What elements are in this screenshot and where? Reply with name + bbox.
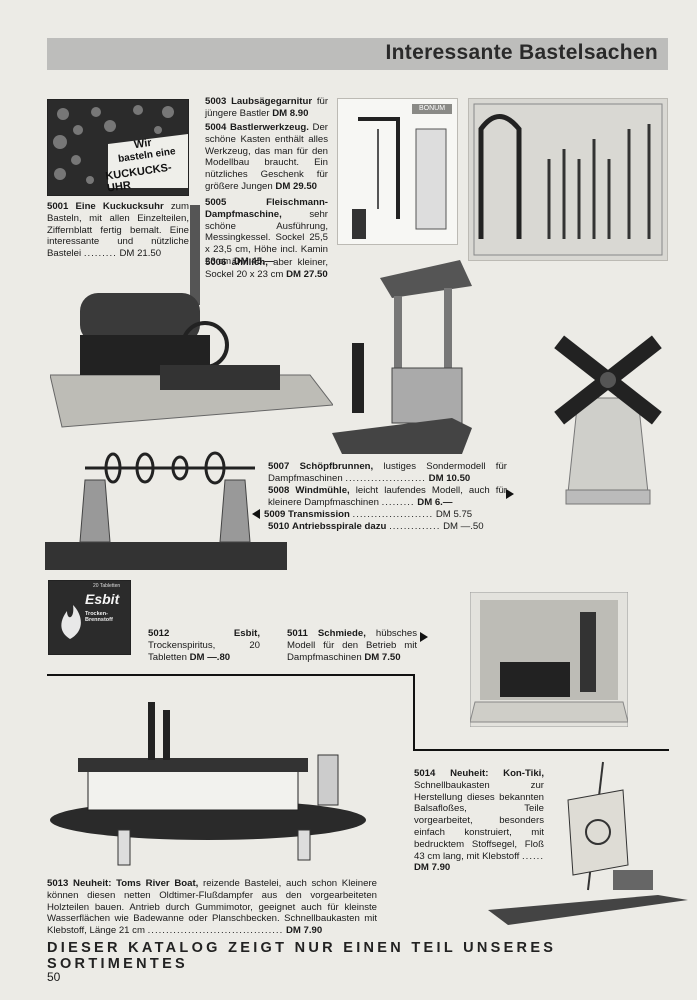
item-name: Windmühle, — [295, 485, 350, 496]
kontiki-raft-image — [488, 760, 693, 930]
item-price: DM 7.50 — [364, 651, 401, 663]
windmuehle-image — [548, 318, 673, 506]
item-desc: lustiges Sondermodell für Dampfmaschinen — [268, 461, 507, 484]
item-number: 5010 — [268, 521, 290, 532]
tools-drawing — [473, 103, 663, 256]
item-desc: Der schöne Kasten enthält alles Werkzeug… — [205, 122, 329, 192]
leaf-pattern — [53, 105, 188, 188]
esbit-box-top: 20 Tabletten — [93, 583, 121, 589]
item-desc: Trockenspiritus, 20 Tabletten — [148, 639, 260, 663]
item-number: 5014 — [414, 768, 436, 779]
item-5012-text: 5012 Esbit, Trockenspiritus, 20 Tablette… — [148, 628, 260, 663]
kuckucksuhr-box-image: Wir basteln eine KUCKUCKS-UHR — [47, 99, 189, 196]
item-name: Schmiede, — [317, 628, 366, 639]
item-name: Laubsägegarnitur — [231, 96, 313, 107]
saw-drawing — [352, 117, 447, 239]
arrow-right-icon — [416, 628, 428, 646]
item-price: DM 6.— — [417, 496, 453, 508]
esbit-sub: Trocken-Brennstoff — [85, 611, 113, 623]
arrow-right-icon — [502, 485, 514, 503]
item-number: 5006 — [205, 257, 227, 268]
well-drawing — [332, 260, 472, 454]
item-name: Eine Kuckucksuhr — [75, 201, 164, 212]
esbit-brand: Esbit — [85, 591, 120, 607]
item-price: DM 21.50 — [119, 248, 162, 260]
item-desc: aber kleiner, Sockel 20 x 23 cm — [205, 257, 328, 280]
item-price: DM 45.— — [233, 255, 275, 267]
transmission-image — [45, 450, 287, 572]
item-price: DM 7.90 — [414, 862, 451, 874]
item-price: DM 29.50 — [275, 180, 317, 192]
riverboat-image — [48, 700, 375, 870]
item-5001-text: 5001 Eine Kuckucksuhr zum Basteln, mit a… — [47, 201, 189, 260]
dampfmaschine-image — [49, 205, 334, 430]
item-name: Esbit, — [233, 628, 260, 639]
item-name: Transmission — [288, 509, 350, 520]
item-number: 5013 — [47, 878, 69, 889]
divider-horizontal — [47, 674, 414, 676]
esbit-box-image: 20 Tabletten Esbit Trocken-Brennstoff — [48, 580, 131, 655]
item-number: 5005 — [205, 197, 227, 208]
item-5008-text: 5008 Windmühle, leicht laufendes Modell,… — [268, 485, 507, 508]
steam-engine-drawing — [49, 205, 334, 428]
windmill-drawing — [554, 335, 662, 505]
schmiede-image — [469, 591, 629, 728]
page-title: Interessante Bastelsachen — [385, 41, 658, 64]
item-name: Schöpfbrunnen, — [299, 461, 374, 472]
item-number: 5009 — [264, 509, 286, 520]
forge-drawing — [469, 591, 629, 728]
item-desc: hübsches Modell für den Betrieb mit Damp… — [287, 628, 417, 663]
item-desc: reizende Bastelei, auch schon Kleinere k… — [47, 878, 377, 937]
page-number: 50 — [47, 970, 61, 984]
item-number: 5004 — [205, 122, 227, 133]
item-number: 5001 — [47, 201, 69, 212]
item-5009-text: 5009 Transmission ......................… — [252, 509, 507, 521]
schoepfbrunnen-image — [332, 258, 474, 456]
item-name: Neuheit: Kon-Tiki, — [450, 768, 545, 779]
item-desc: zum Basteln, mit allen Einzelteilen, Zif… — [47, 201, 189, 260]
item-5010-text: 5010 Antriebsspirale dazu ..............… — [268, 521, 484, 532]
item-price: DM 5.75 — [435, 509, 473, 520]
item-price: DM 8.90 — [272, 107, 309, 119]
raft-drawing — [488, 761, 688, 925]
item-price: DM —.80 — [189, 651, 231, 663]
item-number: 5011 — [287, 628, 308, 639]
item-5006-text: 5006 ähnlich, aber kleiner, Sockel 20 x … — [205, 257, 328, 281]
flame-icon — [61, 605, 81, 639]
riverboat-drawing — [50, 702, 366, 866]
header-bar: Interessante Bastelsachen — [47, 38, 668, 70]
transmission-drawing — [45, 451, 287, 570]
item-number: 5003 — [205, 96, 227, 107]
divider-horizontal-2 — [413, 749, 669, 751]
catalog-footer: DIESER KATALOG ZEIGT NUR EINEN TEIL UNSE… — [47, 940, 557, 972]
item-desc: sehr schöne Ausführung, Messingkessel. S… — [205, 208, 328, 267]
item-5004-text: 5004 Bastlerwerkzeug. Der schöne Kasten … — [205, 122, 328, 193]
brand-label: BONUM — [412, 104, 452, 114]
item-5014-text: 5014 Neuheit: Kon-Tiki, Schnellbaukasten… — [414, 768, 545, 874]
item-number: 5007 — [268, 461, 290, 472]
divider-vertical — [413, 674, 415, 750]
item-number: 5012 — [148, 628, 170, 639]
item-5011-text: 5011 Schmiede, hübsches Modell für den B… — [287, 628, 417, 663]
item-name: Neuheit: Toms River Boat, — [73, 878, 199, 889]
item-5005-text: 5005 Fleischmann-Dampfmaschine, sehr sch… — [205, 197, 328, 268]
item-price: DM 27.50 — [286, 268, 328, 280]
item-5003-text: 5003 Laubsägegarnitur für jüngere Bastle… — [205, 96, 328, 120]
item-name: ähnlich, — [231, 257, 268, 268]
item-desc: für jüngere Bastler — [205, 96, 329, 119]
item-5007-text: 5007 Schöpfbrunnen, lustiges Sondermodel… — [268, 461, 507, 484]
item-name: Antriebsspirale dazu — [292, 521, 387, 532]
item-price: DM 10.50 — [428, 472, 471, 484]
item-number: 5008 — [268, 485, 290, 496]
item-desc: leicht laufendes Modell, auch für kleine… — [268, 485, 507, 508]
arrow-left-icon — [252, 509, 260, 520]
laubsaege-set-image: BONUM — [337, 98, 458, 245]
werkzeug-kasten-image — [468, 98, 668, 261]
item-desc: Schnellbaukasten zur Herstellung dieses … — [414, 779, 544, 862]
item-price: DM —.50 — [443, 521, 484, 532]
item-name: Fleischmann-Dampfmaschine, — [205, 197, 328, 220]
item-price: DM 7.90 — [285, 925, 323, 937]
item-5013-text: 5013 Neuheit: Toms River Boat, reizende … — [47, 878, 377, 937]
item-name: Bastlerwerkzeug. — [229, 122, 309, 133]
